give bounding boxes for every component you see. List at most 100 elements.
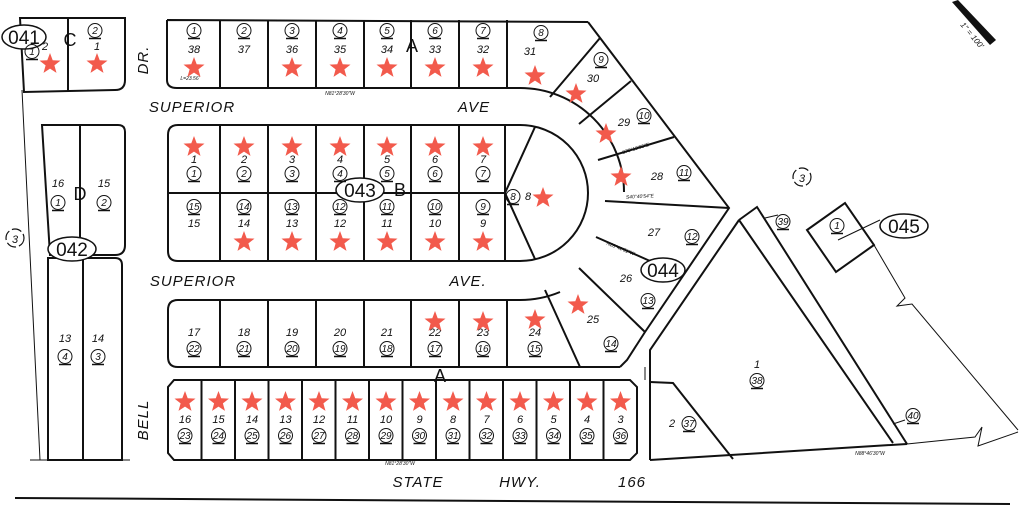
lot-number: 20 [333,327,347,339]
lot-number: 13 [59,333,72,345]
parcel-circle-icon [379,199,395,214]
lot-number: 10 [380,414,393,426]
parcel-circle-icon [640,293,656,308]
parcel-circle-icon [546,428,561,443]
parcel-number: 26 [279,431,292,442]
parcel-number: 4 [337,26,343,37]
parcel-number: 23 [178,431,191,442]
star-marker-icon [567,294,589,314]
lot-number: 36 [286,44,299,56]
lot-number: 7 [480,154,487,166]
lot-number: 24 [528,327,541,339]
lot-number: 32 [477,44,489,56]
parcel-circle-icon [775,214,791,229]
parcel-circle-icon [90,349,106,364]
star-marker-icon [376,136,398,156]
star-marker-icon [308,391,330,411]
parcel-number: 1 [191,26,197,37]
star-marker-icon [509,391,531,411]
parcel-circle-icon [479,428,494,443]
parcel-circle-icon [749,373,765,388]
star-marker-icon [241,391,263,411]
parcel-circle-icon [96,195,112,210]
lot-number: 3 [289,154,296,166]
star-marker-icon [233,231,255,251]
star-marker-icon [424,231,446,251]
block-letter: B [394,180,406,200]
parcel-circle-icon [905,408,921,423]
parcel-number: 2 [240,169,247,180]
star-marker-icon [275,391,296,411]
north-arrow-icon: 1" = 100' [952,0,996,51]
parcel-number: 33 [514,431,526,442]
lot-number: 9 [416,414,422,426]
parcel-circle-icon [676,165,692,180]
parcel-number: 15 [188,202,200,213]
route-number: 166 [618,474,646,491]
star-marker-icon [208,391,229,411]
star-marker-icon [532,187,554,207]
street-label-ave: AVE [457,99,490,116]
parcel-number: 1 [29,47,35,58]
parcel-circle-icon [603,336,619,351]
lot-number: 15 [212,414,225,426]
parcel-number: 39 [777,217,789,228]
parcel-circle-icon [332,23,348,38]
parcel-number: 7 [480,26,486,37]
lot-number: 11 [347,414,358,426]
parcel-circle-icon [427,341,443,356]
parcel-number: 1 [191,169,197,180]
star-marker-icon [329,57,351,77]
parcel-circle-icon [311,428,327,443]
area-circle-icon [5,228,25,248]
parcel-circle-icon [87,23,103,38]
parcel-number: 18 [381,344,393,355]
parcel-circle-icon [284,341,300,356]
parcel-number: 12 [334,202,346,213]
star-marker-icon [174,391,196,411]
star-marker-icon [524,309,546,329]
parcel-boundaries [14,17,1019,505]
star-marker-icon [329,136,351,156]
star-marker-icon [233,136,255,156]
lot-number: 10 [429,218,442,230]
parcel-number: 6 [432,26,438,37]
lot-number: 15 [98,178,111,190]
parcel-number: 21 [237,344,249,355]
parcel-number: 11 [382,202,392,213]
area-number: 3 [799,173,806,185]
parcel-number: 1 [834,221,840,232]
book-page-oval [335,177,385,203]
book-page-oval [47,236,97,262]
star-marker-icon [476,391,497,411]
lot-number: 2 [41,41,48,53]
parcel-number: 13 [642,296,654,307]
parcel-circle-icon [527,341,543,356]
parcel-number: 4 [62,352,68,363]
book-page-oval [879,213,929,239]
lot-number: 21 [380,327,393,339]
lot-number: 8 [450,414,457,426]
parcel-number: 3 [289,169,295,180]
block-letter: A [434,366,446,386]
parcel-circle-icon [284,199,300,214]
star-marker-icon [472,311,494,331]
parcel-number: 15 [529,344,541,355]
curve-label: L=23.56' [180,76,200,82]
area-circle-icon [792,167,812,187]
parcel-circle-icon [579,428,595,443]
bearing-label: N28°41'51"W [605,241,636,258]
parcel-number: 2 [91,26,98,37]
lot-number: 22 [428,327,441,339]
lot-number: 30 [587,73,600,85]
lot-number: 13 [286,218,299,230]
parcel-number: 40 [907,411,919,422]
parcel-number: 7 [480,169,486,180]
parcel-circle-icon [829,218,845,233]
parcel-circle-icon [681,416,697,431]
lot-number: 15 [188,218,201,230]
lot-number: 34 [381,44,393,56]
lot-number: 6 [432,154,439,166]
star-marker-icon [376,231,398,251]
lot-number: 38 [188,44,201,56]
